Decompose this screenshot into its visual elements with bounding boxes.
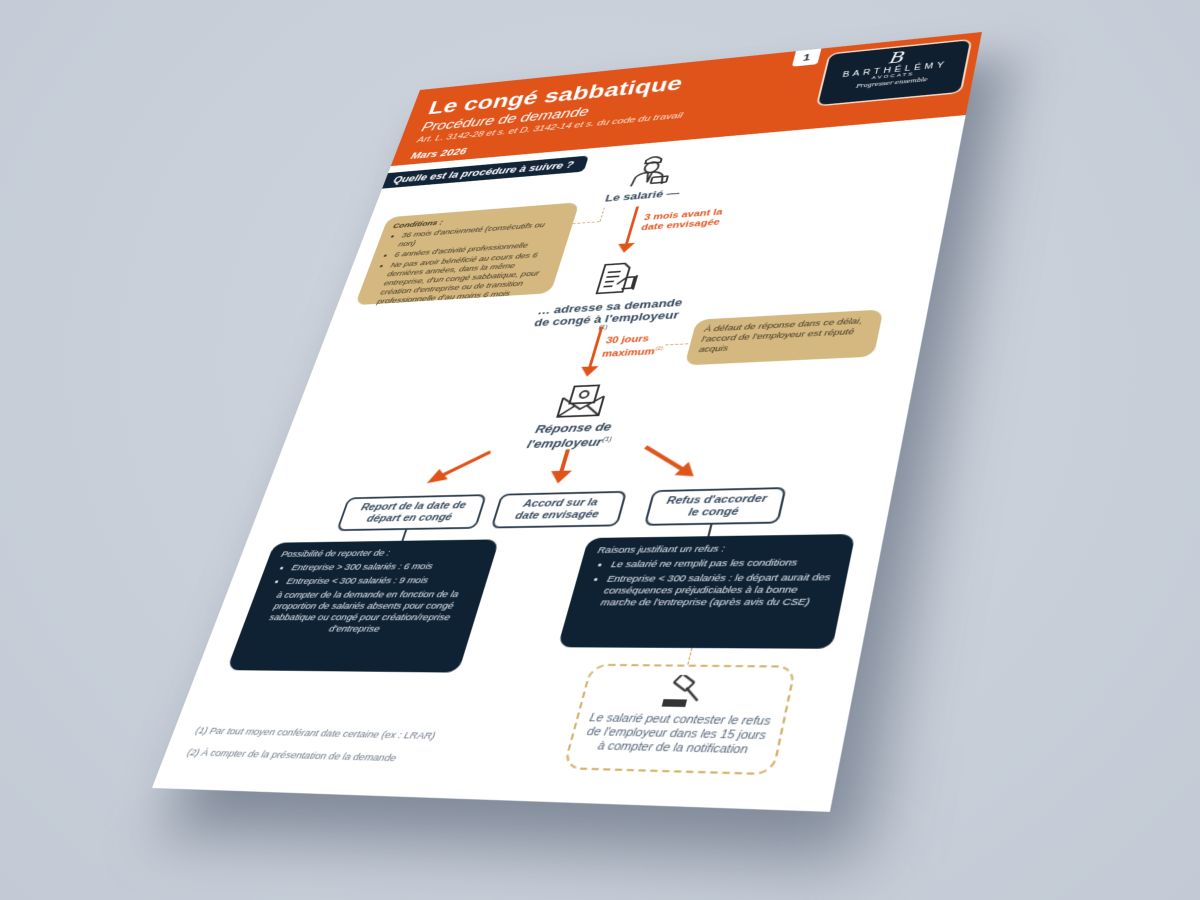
header-banner: Le congé sabbatique Procédure de demande… [390, 31, 982, 167]
contest-refusal-box: Le salarié peut contester le refus de l'… [562, 663, 797, 776]
gavel-icon [658, 675, 713, 710]
document-date: Mars 2026 [409, 145, 469, 162]
connector-line [707, 522, 713, 537]
outcome-refusal: Refus d'accorder le congé [643, 487, 787, 526]
refusal-item: Entreprise < 300 salariés : le départ au… [599, 572, 833, 609]
employee-icon [623, 151, 679, 189]
refusal-list: Le salarié ne remplit pas les conditions… [581, 557, 836, 609]
arrowhead-icon [615, 242, 635, 254]
postpone-item: Entreprise < 300 salariés : 9 mois [285, 575, 476, 588]
conditions-list: 36 mois d'ancienneté (consécutifs ou non… [363, 219, 565, 307]
connector-dashed [665, 343, 689, 346]
outcome-agreement: Accord sur la date envisagée [490, 490, 628, 529]
delay-3-months: 3 mois avant la date envisagée [639, 207, 724, 233]
conditions-box: Conditions : 36 mois d'ancienneté (consé… [354, 202, 580, 307]
footnotes: (1) Par tout moyen conférant date certai… [183, 721, 438, 772]
default-response-note: À défaut de réponse dans ce délai, l'acc… [684, 309, 884, 366]
postpone-heading: Possibilité de reporter de : [279, 548, 392, 560]
step-request-label: … adresse sa demande de congé à l'employ… [532, 296, 685, 331]
connector-dashed [599, 207, 605, 222]
step-employee-label: Le salarié — [603, 186, 682, 204]
postpone-footer: à compter de la demande en fonction de l… [267, 589, 460, 635]
document-request-icon [590, 259, 646, 297]
refusal-item: Le salarié ne remplit pas les conditions [610, 557, 837, 571]
connector-dashed [572, 221, 600, 225]
refusal-heading: Raisons justifiant un refus : [596, 543, 726, 556]
arrowhead-icon [578, 366, 599, 378]
arrow-down [624, 206, 640, 247]
postpone-list: Entreprise > 300 salariés : 6 mois Entre… [269, 561, 480, 588]
footnote-2: (2) À compter de la présentation de la d… [185, 747, 398, 765]
envelope-at-icon [553, 382, 612, 418]
connector-dashed [687, 648, 693, 665]
postpone-item: Entreprise > 300 salariés : 6 mois [290, 561, 481, 574]
delay-30-days: 30 jours maximum(2) [600, 333, 664, 360]
postpone-details-box: Possibilité de reporter de : Entreprise … [226, 539, 500, 673]
arrow-down [587, 326, 604, 370]
branch-arrows [426, 438, 698, 484]
connector-line [401, 528, 408, 541]
contest-text: Le salarié peut contester le refus de l'… [585, 711, 772, 757]
barthelemy-logo: B BARTHÉLÉMY AVOCATS Progresser ensemble [815, 38, 973, 107]
refusal-reasons-box: Raisons justifiant un refus : Le salarié… [557, 534, 856, 649]
outcome-postpone: Report de la date de départ en congé [336, 494, 487, 532]
page-number-badge: 1 [791, 48, 822, 67]
